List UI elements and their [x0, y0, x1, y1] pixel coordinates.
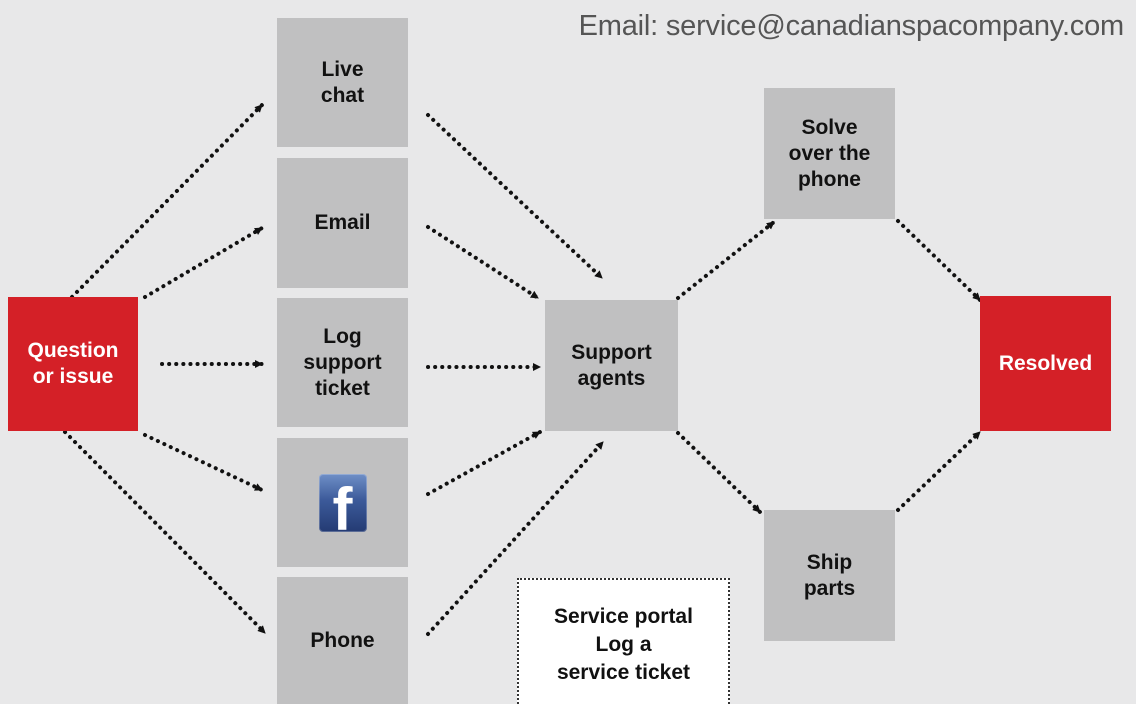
arrow-question-to-email: [143, 226, 264, 299]
service-portal-label: Service portal Log a service ticket: [554, 605, 693, 684]
arrow-agents-to-solve: [676, 220, 776, 300]
arrow-agents-to-ship: [676, 431, 762, 514]
node-resolved-label: Resolved: [998, 351, 1093, 375]
arrow-facebook-to-agents: [426, 430, 542, 496]
node-live-chat-label: Live chat: [320, 57, 365, 107]
arrow-email-to-agents: [426, 225, 540, 300]
facebook-icon: f: [318, 473, 367, 532]
node-log-ticket: Log support ticket: [277, 298, 408, 427]
node-ship-parts-label: Ship parts: [803, 550, 856, 600]
node-solve-phone-label: Solve over the phone: [788, 115, 871, 191]
node-support-agents-label: Support agents: [571, 340, 652, 390]
node-email-label: Email: [314, 211, 371, 234]
node-resolved: Resolved: [980, 296, 1111, 431]
service-portal-box[interactable]: Service portal Log a service ticket: [517, 578, 730, 704]
node-phone: Phone: [277, 577, 408, 704]
node-email: Email: [277, 158, 408, 288]
node-log-ticket-label: Log support ticket: [303, 324, 382, 400]
email-contact: Email: service@canadianspacompany.com: [578, 10, 1125, 42]
node-solve-phone: Solve over the phone: [764, 88, 895, 219]
arrow-phone-to-agents: [426, 440, 605, 636]
node-question-label: Question or issue: [27, 339, 119, 388]
arrow-question-to-livechat: [70, 103, 264, 299]
node-phone-label: Phone: [310, 628, 375, 652]
arrow-livechat-to-agents: [426, 113, 604, 280]
arrow-question-to-phone: [63, 430, 267, 635]
arrow-solve-to-resolved: [896, 219, 982, 302]
node-support-agents: Support agents: [545, 300, 678, 431]
node-live-chat: Live chat: [277, 18, 408, 147]
arrow-question-to-facebook: [143, 433, 264, 492]
node-question: Question or issue: [8, 297, 138, 431]
node-ship-parts: Ship parts: [764, 510, 895, 641]
node-facebook: f: [277, 438, 408, 567]
arrow-ship-to-resolved: [896, 430, 982, 512]
